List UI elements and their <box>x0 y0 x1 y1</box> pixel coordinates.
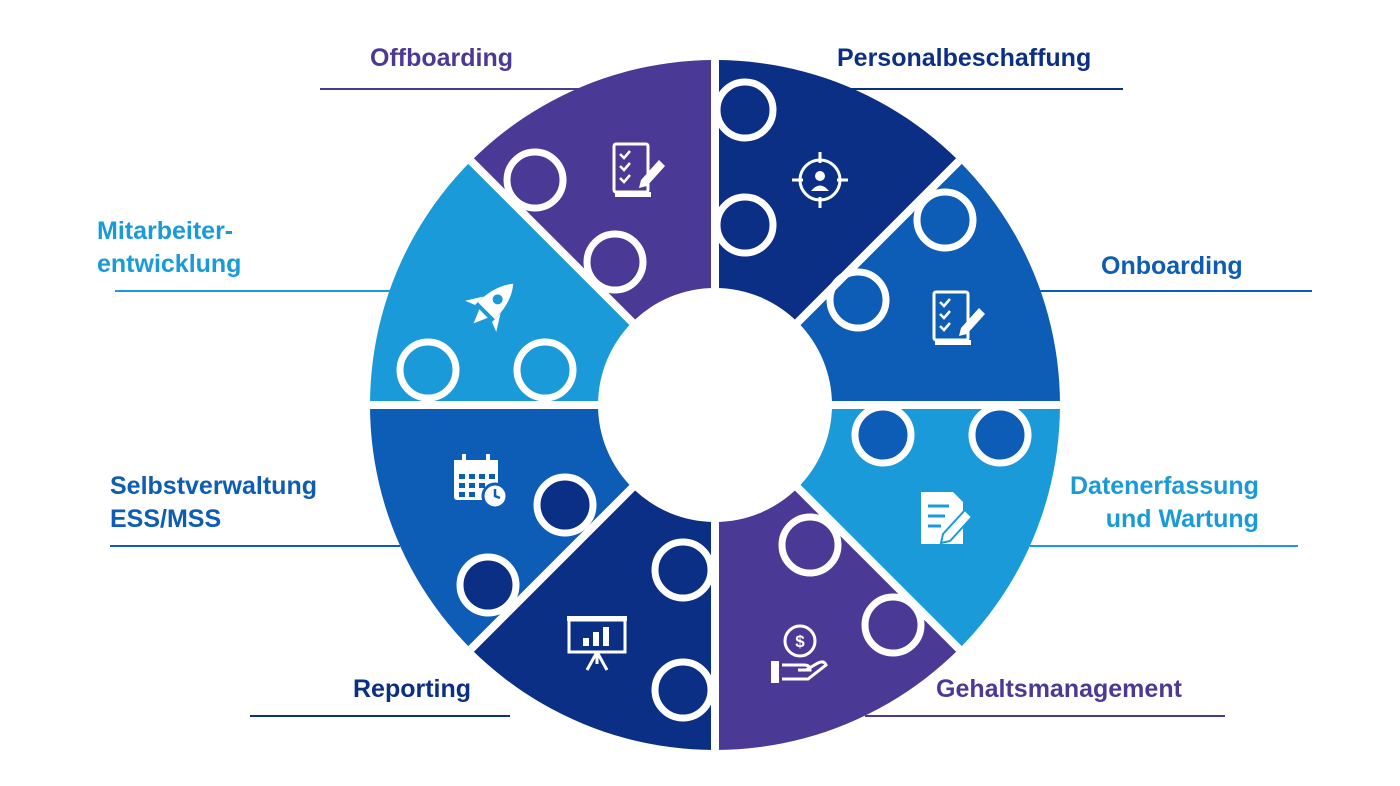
connector-line-datenerfassung <box>1030 545 1298 547</box>
connector-line-onboarding <box>1040 290 1312 292</box>
center-hole <box>598 288 832 522</box>
label-selbstverwaltung-line2: ESS/MSS <box>110 505 222 533</box>
connector-line-gehaltsmanagement <box>865 715 1225 717</box>
document-edit-icon <box>921 492 974 545</box>
checklist-pen-icon <box>932 290 985 345</box>
label-mitarbeiterentwicklung-line2: entwicklung <box>97 250 242 278</box>
label-selbstverwaltung-line1: Selbstverwaltung <box>110 472 317 500</box>
label-mitarbeiterentwicklung-line1: Mitarbeiter- <box>97 217 234 245</box>
svg-text:$: $ <box>795 632 805 651</box>
label-mitarbeiterentwicklung: Mitarbeiter- entwicklung <box>97 215 241 281</box>
label-gehaltsmanagement: Gehaltsmanagement <box>936 675 1182 703</box>
connector-line-offboarding <box>320 88 580 90</box>
label-onboarding: Onboarding <box>1101 252 1243 280</box>
hand-coin-icon: $ <box>771 624 828 683</box>
checklist-pen-icon <box>612 142 665 197</box>
rocket-icon <box>465 283 514 332</box>
calendar-clock-icon <box>454 454 509 510</box>
presentation-chart-icon <box>567 616 627 671</box>
label-reporting: Reporting <box>353 675 472 703</box>
label-offboarding: Offboarding <box>370 44 514 72</box>
label-personalbeschaffung: Personalbeschaffung <box>837 44 1092 72</box>
label-datenerfassung: Datenerfassung und Wartung <box>1070 470 1259 536</box>
connector-line-mitarbeiterentwicklung <box>115 290 390 292</box>
label-datenerfassung-line2: und Wartung <box>1105 505 1259 533</box>
target-person-icon <box>792 152 848 208</box>
label-selbstverwaltung: Selbstverwaltung ESS/MSS <box>110 470 317 536</box>
label-datenerfassung-line1: Datenerfassung <box>1070 472 1259 500</box>
connector-line-reporting <box>250 715 510 717</box>
connector-line-selbstverwaltung <box>110 545 400 547</box>
connector-line-personalbeschaffung <box>838 88 1123 90</box>
